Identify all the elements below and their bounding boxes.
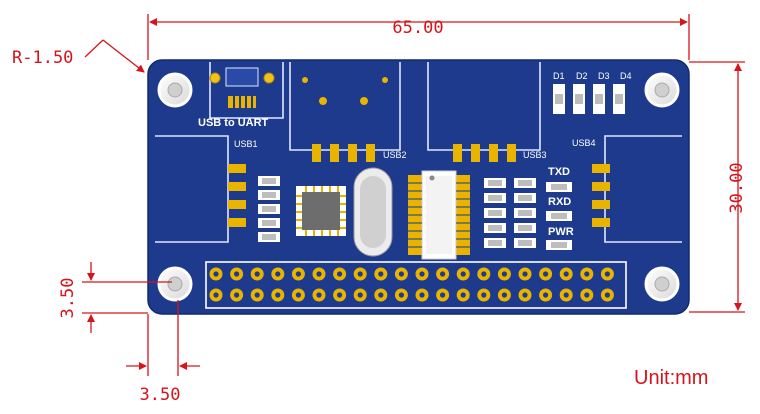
header-pin-hole: [543, 271, 549, 277]
header-pin-hole: [254, 271, 260, 277]
header-pin-hole: [522, 271, 528, 277]
hole-offset-x-label: 3.50: [140, 385, 181, 405]
radius-leader: [84, 39, 145, 73]
label-d3: D3: [598, 71, 610, 81]
micro-usb-connector: [209, 67, 275, 108]
header-pin-hole: [213, 292, 219, 298]
unit-label: Unit:mm: [634, 367, 708, 389]
header-pin-hole: [419, 292, 425, 298]
header-pin-hole: [563, 271, 569, 277]
header-pin-hole: [316, 292, 322, 298]
label-d1: D1: [553, 71, 565, 81]
header-pin-hole: [337, 292, 343, 298]
usb3-pads: [453, 144, 516, 162]
header-pin-hole: [584, 292, 590, 298]
header-pin-hole: [604, 271, 611, 277]
usb2-pads: [312, 144, 375, 162]
header-pin-hole: [501, 292, 507, 298]
header-pin-hole: [378, 271, 384, 277]
header-pin-hole: [460, 271, 466, 277]
header-pin-hole: [275, 271, 281, 277]
header-pin-hole: [563, 292, 569, 298]
header-pin-hole: [234, 271, 240, 277]
label-pwr: PWR: [548, 226, 574, 238]
header-pin-hole: [584, 271, 590, 277]
header-pin-hole: [440, 271, 446, 277]
header-pin-hole: [522, 292, 528, 298]
header-pin-hole: [357, 271, 363, 277]
header-pin-hole: [604, 292, 611, 298]
label-d2: D2: [576, 71, 588, 81]
header-pin-hole: [295, 292, 301, 298]
label-d4: D4: [620, 71, 632, 81]
mounting-holes: [157, 72, 680, 302]
port-leds: [553, 84, 625, 114]
header-pin-hole: [440, 292, 446, 298]
header-pin-hole: [213, 271, 219, 277]
width-dimension: [147, 14, 690, 60]
label-usb4: USB4: [572, 138, 596, 148]
usb-uart-chip: [296, 186, 346, 236]
height-label: 30.00: [727, 162, 747, 213]
usb4-pads: [592, 164, 610, 227]
label-usb1: USB1: [234, 139, 258, 149]
height-dimension: [689, 61, 745, 313]
header-pin-hole: [543, 292, 549, 298]
hole-offset-y-dimension: [82, 262, 172, 333]
header-pin-hole: [316, 271, 322, 277]
crystal-oscillator: [353, 167, 393, 257]
header-pin-hole: [357, 292, 363, 298]
header-pin-hole: [254, 292, 260, 298]
hole-offset-y-label: 3.50: [58, 278, 78, 319]
header-pin-hole: [481, 292, 487, 298]
label-usb3: USB3: [523, 150, 547, 160]
header-pin-hole: [398, 292, 404, 298]
radius-label: R-1.50: [12, 48, 73, 68]
header-pin-hole: [234, 292, 240, 298]
header-pin-hole: [501, 271, 507, 277]
usb-hub-chip: [408, 170, 470, 260]
resistor-array-right: [484, 178, 536, 248]
status-leds: [546, 182, 572, 250]
label-usb2: USB2: [383, 150, 407, 160]
header-pin-hole: [295, 271, 301, 277]
resistor-array-left: [258, 176, 280, 242]
header-pin-hole: [460, 292, 466, 298]
label-rxd: RXD: [548, 196, 571, 208]
header-pin-hole: [378, 292, 384, 298]
width-label: 65.00: [392, 18, 443, 38]
label-usb-to-uart: USB to UART: [198, 117, 269, 129]
header-pin-hole: [398, 271, 404, 277]
header-pin-hole: [481, 271, 487, 277]
header-pin-hole: [275, 292, 281, 298]
header-pin-hole: [337, 271, 343, 277]
hole-offset-x-dimension: [126, 300, 200, 376]
header-pin-hole: [419, 271, 425, 277]
label-txd: TXD: [548, 166, 570, 178]
board-outline-traces: [155, 62, 682, 243]
gpio-header: [205, 261, 627, 309]
usb1-pads: [228, 164, 246, 227]
pcb-board: USB to UART USB1 USB2 USB3 USB4 D1 D2 D3…: [147, 59, 690, 315]
